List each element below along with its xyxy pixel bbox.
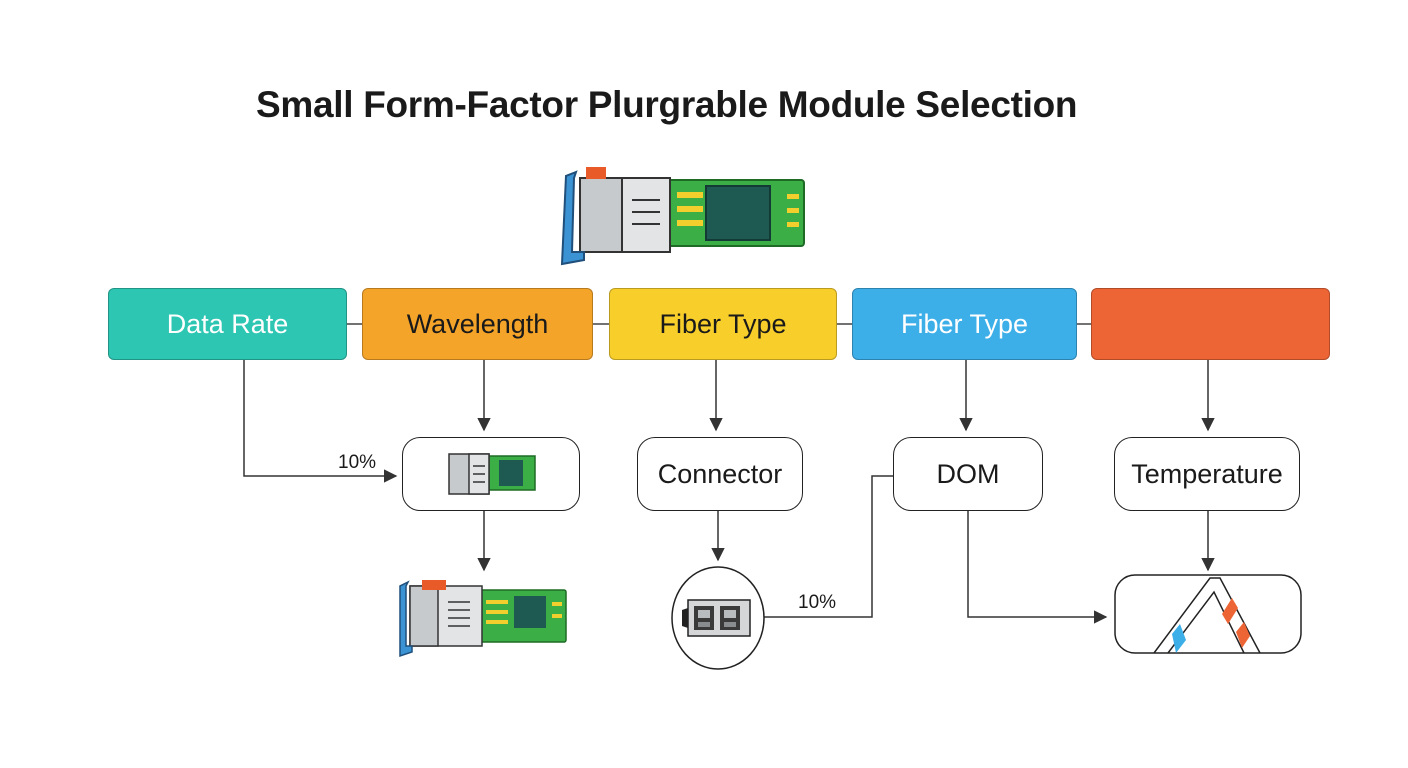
page-title: Small Form-Factor Plurgrable Module Sele… bbox=[256, 84, 1078, 125]
temperature-range-icon bbox=[1114, 574, 1302, 654]
category-fiber-type-label: Fiber Type bbox=[659, 308, 787, 339]
dom-node-label: DOM bbox=[936, 458, 1000, 489]
category-data-rate[interactable]: Data Rate bbox=[108, 288, 347, 360]
sfp-module-output-icon bbox=[399, 580, 567, 658]
sfp-module-icon bbox=[560, 167, 805, 266]
percent-label-connector: 10% bbox=[798, 592, 837, 613]
temperature-node-label: Temperature bbox=[1131, 458, 1283, 489]
category-fiber-type-2[interactable]: Fiber Type bbox=[852, 288, 1077, 360]
module-node[interactable] bbox=[402, 437, 580, 511]
percent-label-data-rate: 10% bbox=[338, 452, 377, 473]
duplex-connector-icon bbox=[671, 566, 765, 670]
category-data-rate-label: Data Rate bbox=[166, 308, 289, 339]
connector-node[interactable]: Connector bbox=[637, 437, 803, 511]
temperature-node[interactable]: Temperature bbox=[1114, 437, 1300, 511]
dom-node[interactable]: DOM bbox=[893, 437, 1043, 511]
category-fiber-type[interactable]: Fiber Type bbox=[609, 288, 837, 360]
category-unlabeled[interactable] bbox=[1091, 288, 1330, 360]
category-wavelength-label: Wavelength bbox=[406, 308, 549, 339]
category-wavelength[interactable]: Wavelength bbox=[362, 288, 593, 360]
connector-node-label: Connector bbox=[657, 458, 783, 489]
sfp-module-small-icon bbox=[448, 453, 536, 495]
category-fiber-type-2-label: Fiber Type bbox=[900, 308, 1029, 339]
